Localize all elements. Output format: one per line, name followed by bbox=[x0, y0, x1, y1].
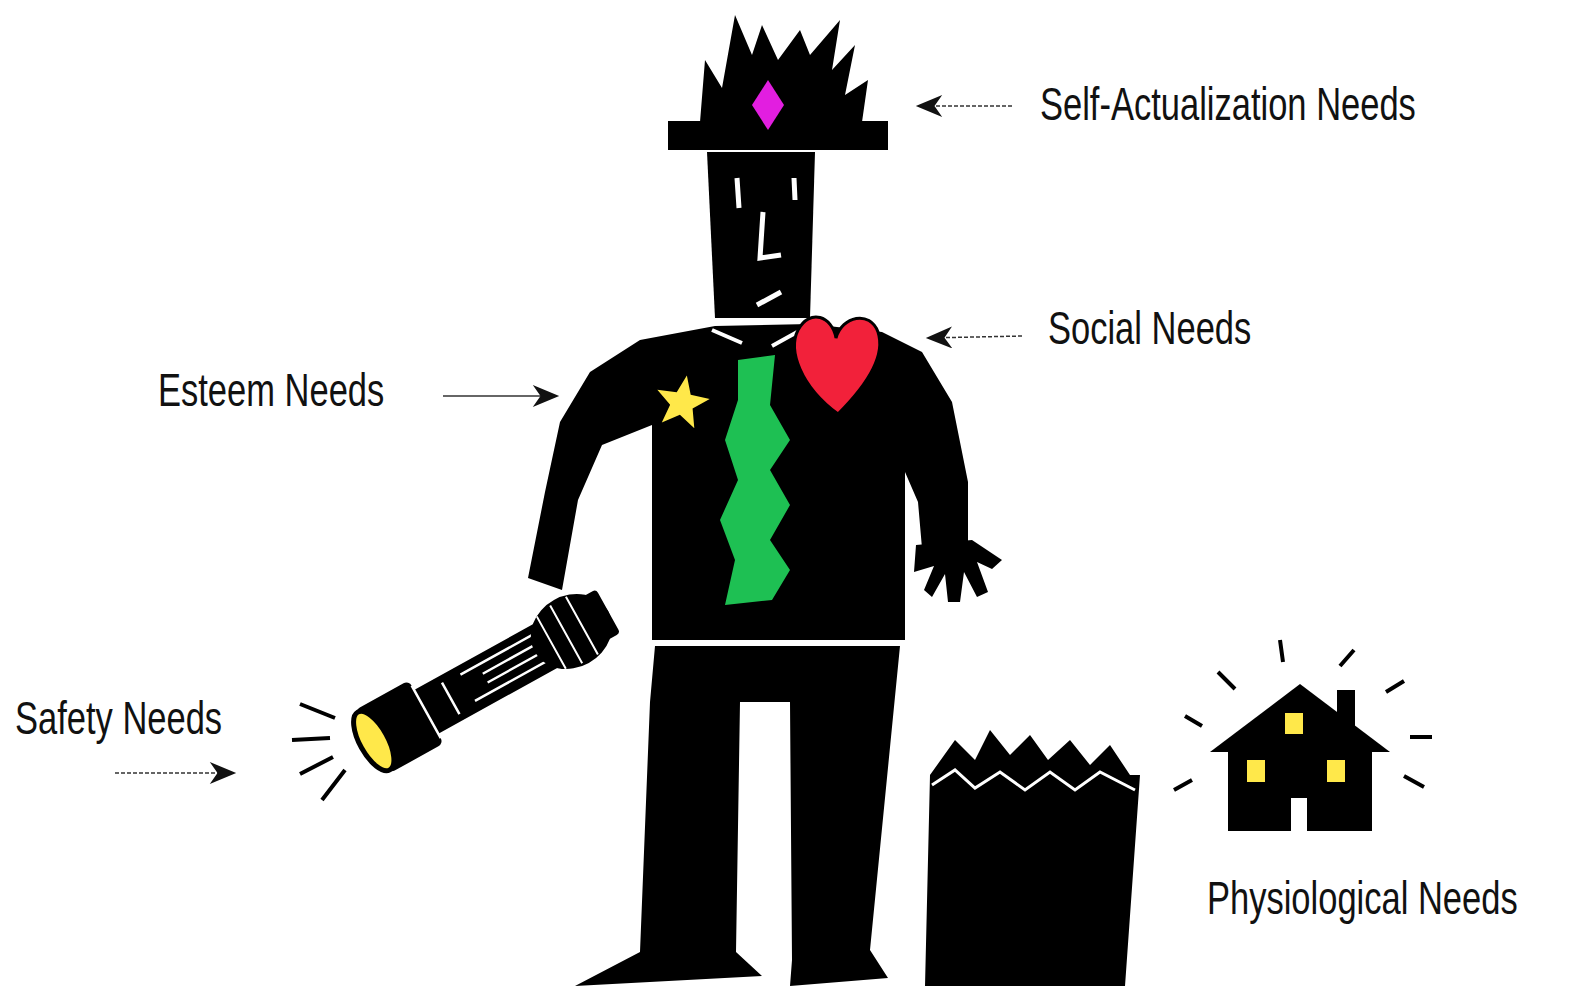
house-glow-rays bbox=[1174, 640, 1432, 790]
leader-arrow bbox=[443, 395, 557, 397]
magenta-diamond bbox=[752, 80, 784, 130]
head bbox=[707, 152, 815, 318]
red-heart bbox=[795, 317, 880, 414]
eyes bbox=[737, 178, 795, 208]
needs-label: Social Needs bbox=[1048, 302, 1251, 354]
open-hand bbox=[914, 540, 1002, 602]
light-rays bbox=[292, 704, 345, 800]
flashlight-lens bbox=[346, 705, 402, 776]
leader-arrow bbox=[918, 105, 1012, 107]
grocery-bag bbox=[925, 730, 1140, 986]
nose bbox=[760, 212, 781, 258]
window bbox=[1285, 713, 1303, 734]
door bbox=[1291, 798, 1307, 831]
fist bbox=[517, 580, 625, 684]
roof bbox=[1210, 684, 1390, 752]
needs-label: Safety Needs bbox=[15, 692, 222, 744]
window bbox=[1247, 760, 1265, 782]
mouth bbox=[757, 292, 781, 305]
green-tie bbox=[720, 355, 790, 605]
flashlight bbox=[344, 580, 626, 780]
needs-label: Self-Actualization Needs bbox=[1040, 78, 1416, 130]
fingers bbox=[535, 597, 598, 672]
legs bbox=[575, 646, 900, 986]
needs-label: Physiological Needs bbox=[1207, 872, 1518, 924]
yellow-star bbox=[652, 371, 713, 430]
leader-arrow bbox=[928, 336, 1022, 338]
house-body bbox=[1228, 745, 1372, 831]
bag-fold bbox=[932, 770, 1135, 790]
needs-label: Esteem Needs bbox=[158, 364, 384, 416]
window bbox=[1327, 760, 1345, 782]
hat-crown bbox=[700, 15, 868, 122]
leader-arrow bbox=[115, 772, 234, 774]
hat-brim bbox=[668, 121, 888, 150]
